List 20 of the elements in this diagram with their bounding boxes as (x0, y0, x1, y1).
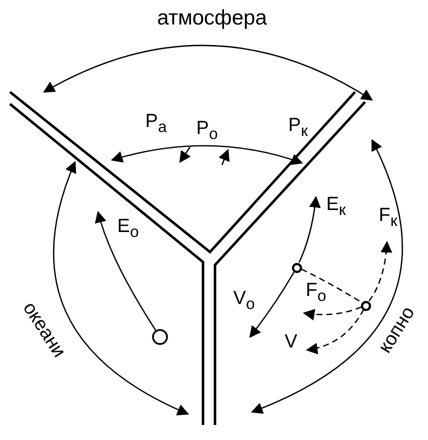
edge-label: F$_{к}$ (378, 206, 398, 230)
dashed-line (301, 268, 362, 303)
dashed-arrow (306, 309, 364, 354)
arrow (249, 271, 296, 338)
edge-label: E$_{к}$ (326, 195, 346, 219)
edge-label: V (284, 332, 298, 352)
edge-label: E$_{o}$ (117, 217, 139, 241)
circle-marker (360, 299, 372, 311)
region-label: атмосфера (157, 8, 267, 28)
dashed-arrow (302, 306, 362, 320)
edge-label: F$_{o}$ (306, 281, 326, 305)
dashed-arrow (368, 240, 392, 302)
arrow (298, 196, 321, 263)
symbol-label: P$_{а}$ (145, 112, 167, 136)
circle-marker (291, 261, 303, 273)
edge-label: V$_{o}$ (233, 289, 255, 313)
arrow (95, 210, 156, 331)
circle-marker (151, 328, 169, 346)
symbol-label: P$_{o}$ (196, 119, 218, 143)
symbol-label: P$_{к}$ (288, 116, 308, 140)
